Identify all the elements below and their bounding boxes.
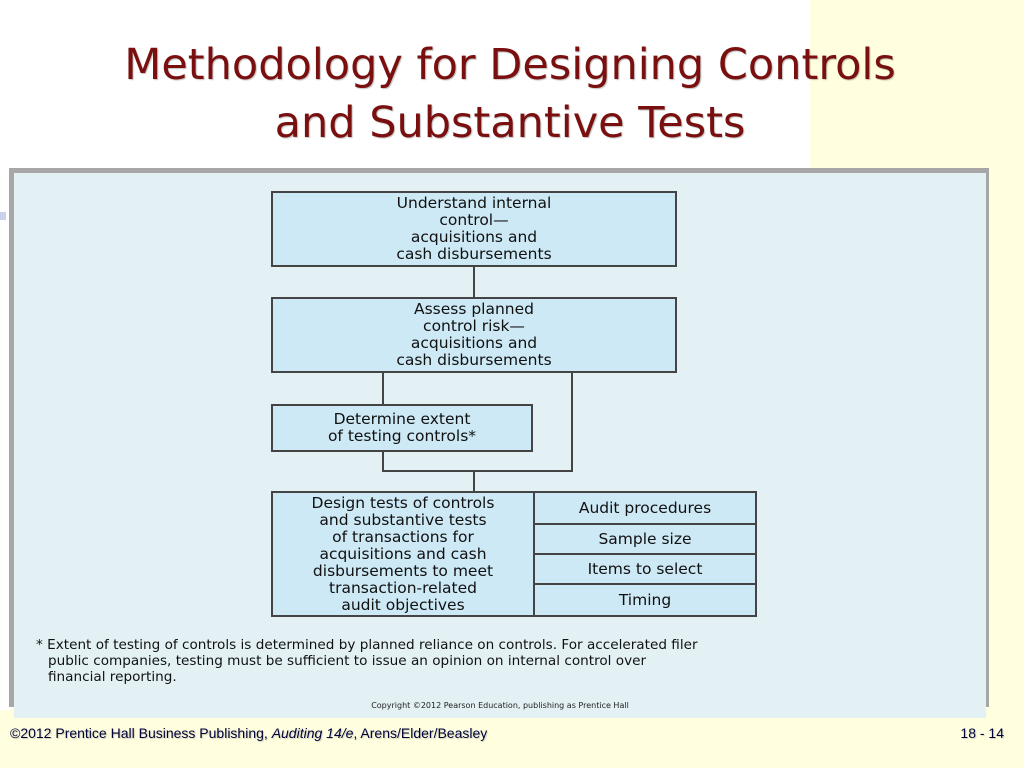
side-accent-mark	[0, 212, 6, 220]
step-design-tests: Design tests of controls and substantive…	[271, 491, 535, 617]
connector-box1-box2	[473, 266, 475, 298]
connector-box2-box3	[382, 372, 384, 405]
aspect-sample-size: Sample size	[598, 530, 692, 548]
aspect-divider	[535, 523, 755, 525]
aspect-audit-procedures: Audit procedures	[578, 499, 712, 517]
title-line-1: Methodology for Designing Controls	[124, 40, 896, 90]
footnote-line-2: public companies, testing must be suffic…	[48, 653, 647, 669]
test-design-aspects-table: Audit procedures Sample size Items to se…	[533, 491, 757, 617]
aspect-items-to-select: Items to select	[587, 560, 703, 578]
box4-line: transaction-related	[329, 578, 477, 597]
box4-line: and substantive tests	[319, 510, 487, 529]
figure-footnote: * Extent of testing of controls is deter…	[36, 637, 976, 685]
footer-book-title: Auditing 14/e	[271, 725, 354, 741]
box1-line: control—	[439, 211, 509, 229]
footer-copyright: ©2012 Prentice Hall Business Publishing,…	[10, 725, 487, 741]
box4-line: acquisitions and cash	[319, 544, 487, 563]
slide-number: 18 - 14	[960, 725, 1004, 741]
connector-merge-horizontal	[382, 470, 573, 472]
step-assess-planned-control-risk: Assess planned control risk— acquisition…	[271, 297, 677, 373]
footer-authors: , Arens/Elder/Beasley	[353, 725, 488, 741]
box2-line: cash disbursements	[396, 351, 552, 369]
box1-line: Understand internal	[396, 194, 552, 212]
box1-line: cash disbursements	[396, 245, 552, 263]
connector-box2-right-branch	[571, 372, 573, 472]
footnote-line-3: financial reporting.	[48, 669, 177, 685]
aspect-divider	[535, 553, 755, 555]
box4-line: Design tests of controls	[311, 493, 495, 512]
step-understand-internal-control: Understand internal control— acquisition…	[271, 191, 677, 267]
aspect-timing: Timing	[618, 591, 672, 609]
box4-line: disbursements to meet	[312, 561, 494, 580]
connector-box3-down	[382, 451, 384, 472]
box2-line: Assess planned	[413, 300, 535, 318]
figure-copyright: Copyright ©2012 Pearson Education, publi…	[371, 701, 629, 710]
title-background	[0, 0, 810, 170]
footer-prefix: ©2012 Prentice Hall Business Publishing,	[10, 725, 272, 741]
box1-line: acquisitions and	[410, 228, 538, 246]
box3-line: Determine extent	[333, 410, 471, 428]
step-determine-extent-of-testing: Determine extent of testing controls*	[271, 404, 533, 452]
footnote-line-1: * Extent of testing of controls is deter…	[36, 637, 698, 653]
box2-line: acquisitions and	[410, 334, 538, 352]
box4-line: of transactions for	[332, 527, 474, 546]
connector-merge-to-box4	[473, 470, 475, 492]
aspect-divider	[535, 583, 755, 585]
box2-line: control risk—	[423, 317, 525, 335]
box4-line: audit objectives	[341, 595, 465, 614]
title-line-2: and Substantive Tests	[274, 98, 746, 148]
box3-line: of testing controls*	[327, 427, 477, 445]
slide-title: Methodology for Designing Controls and S…	[40, 36, 980, 152]
